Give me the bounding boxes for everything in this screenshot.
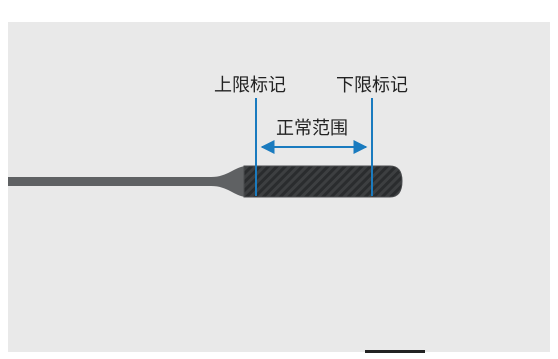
dipstick-rod (8, 177, 213, 186)
dipstick-tip (244, 166, 402, 197)
dipstick-taper (211, 166, 246, 197)
normal-range-label: 正常范围 (276, 118, 348, 139)
dipstick (8, 165, 403, 198)
upper-mark-label: 上限标记 (214, 75, 286, 96)
lower-mark-label: 下限标记 (336, 75, 408, 96)
